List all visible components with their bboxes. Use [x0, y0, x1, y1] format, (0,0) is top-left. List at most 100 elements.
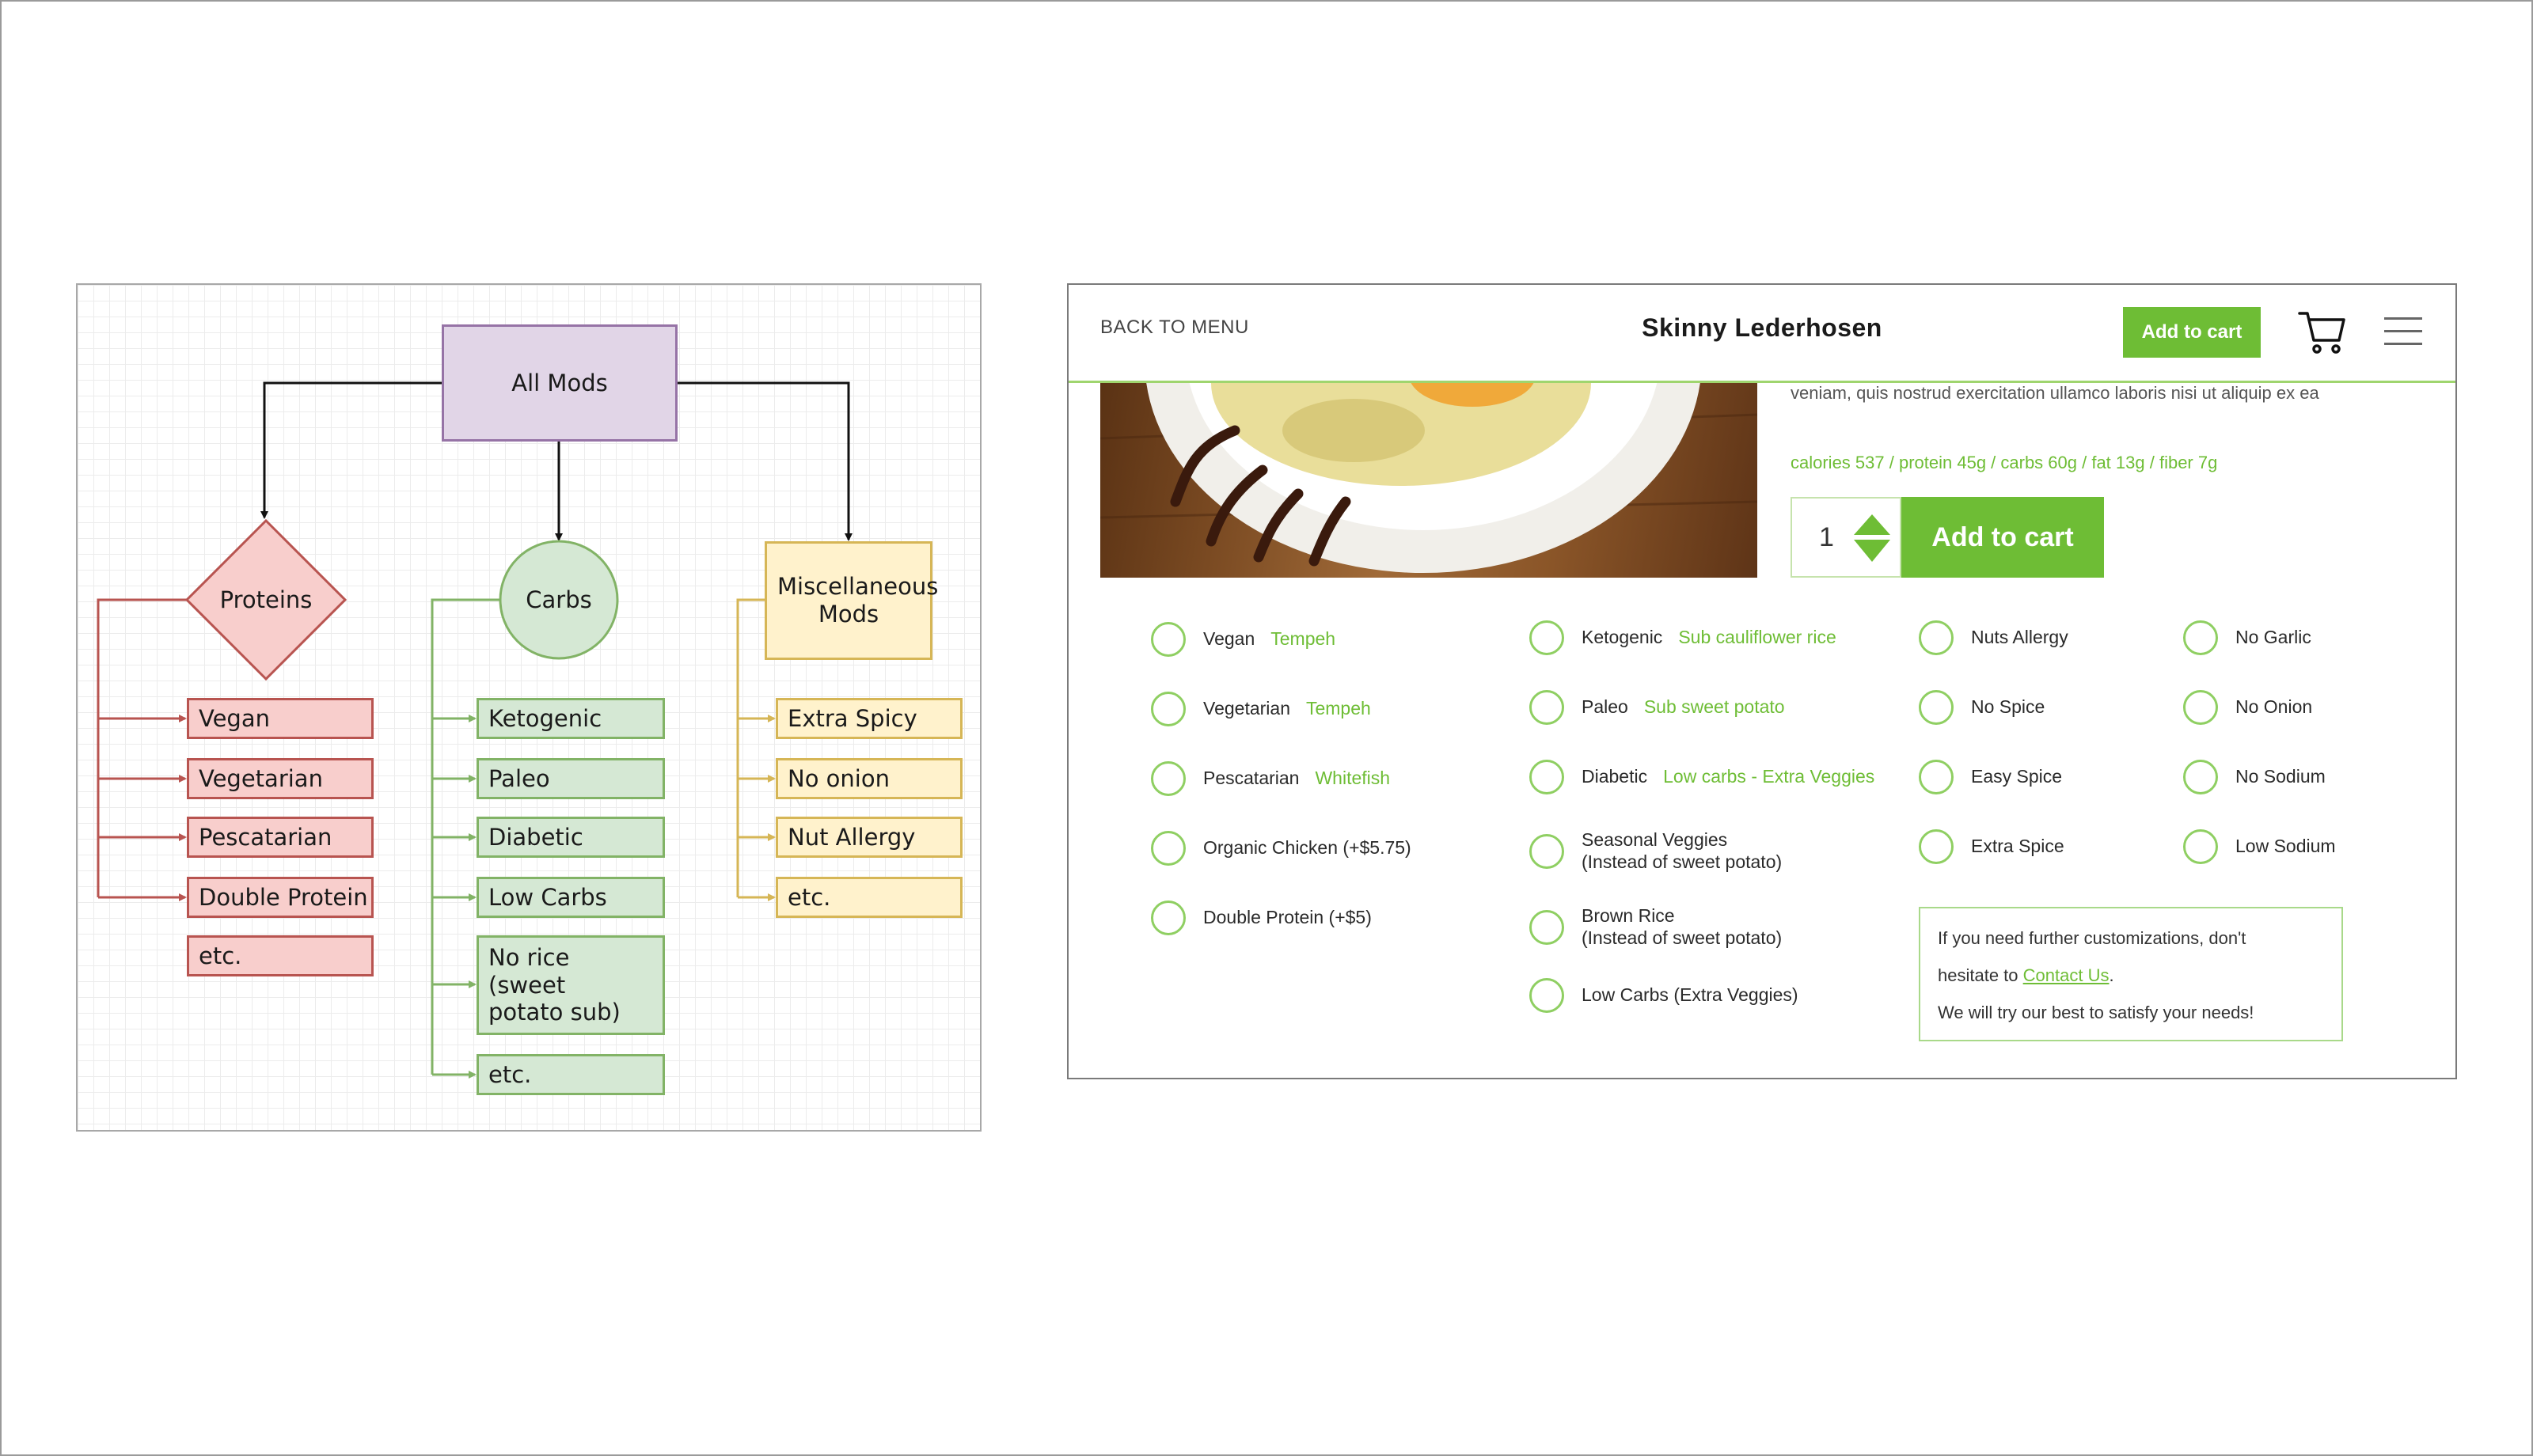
flow-item-label: Double Protein — [199, 883, 368, 911]
option-no-sodium[interactable]: No Sodium — [2183, 760, 2326, 794]
note-line-1: If you need further customizations, don'… — [1938, 928, 2246, 948]
option-easy-spice[interactable]: Easy Spice — [1919, 760, 2062, 794]
option-organic-chicken[interactable]: Organic Chicken (+$5.75) — [1151, 831, 1411, 866]
product-photo — [1100, 383, 1757, 578]
flow-item-no-rice: No rice (sweet potato sub) — [477, 935, 665, 1035]
hamburger-menu-icon[interactable] — [2384, 315, 2422, 348]
option-label: Organic Chicken (+$5.75) — [1203, 837, 1411, 859]
product-description: veniam, quis nostrud exercitation ullamc… — [1791, 383, 2319, 403]
option-extra-spice[interactable]: Extra Spice — [1919, 829, 2064, 864]
option-label: No Sodium — [2235, 766, 2326, 787]
quantity-stepper-icon[interactable] — [1852, 513, 1892, 563]
option-low-carbs[interactable]: Low Carbs (Extra Veggies) — [1529, 978, 1798, 1013]
note-line-2-text: hesitate to — [1938, 965, 2018, 985]
radio-button[interactable] — [2183, 690, 2218, 725]
option-label: Vegan — [1203, 628, 1255, 650]
option-label: No Spice — [1971, 696, 2045, 718]
misc-mods-node: Miscellaneous Mods — [765, 541, 938, 660]
note-line-3: We will try our best to satisfy your nee… — [1938, 1003, 2254, 1022]
flow-item-no-onion: No onion — [776, 758, 963, 799]
add-to-cart-button[interactable]: Add to cart — [1901, 497, 2104, 578]
cart-icon[interactable] — [2297, 307, 2346, 356]
radio-button[interactable] — [1151, 622, 1186, 657]
radio-button[interactable] — [1919, 760, 1954, 794]
radio-button[interactable] — [1919, 620, 1954, 655]
flow-item-diabetic: Diabetic — [477, 817, 665, 858]
option-label: No Garlic — [2235, 627, 2311, 648]
flow-item-label: Low Carbs — [488, 883, 607, 911]
option-no-garlic[interactable]: No Garlic — [2183, 620, 2311, 655]
radio-button[interactable] — [1151, 761, 1186, 796]
radio-button[interactable] — [1529, 909, 1564, 945]
nutrition-facts: calories 537 / protein 45g / carbs 60g /… — [1791, 453, 2218, 472]
flow-item-label: etc. — [488, 1060, 532, 1088]
option-label: Easy Spice — [1971, 766, 2063, 787]
option-brown-rice[interactable]: Brown Rice(Instead of sweet potato) — [1529, 905, 1782, 949]
flow-item-vegan: Vegan — [187, 698, 374, 739]
proteins-node: Proteins — [187, 578, 345, 622]
carbs-circle — [499, 540, 619, 660]
radio-button[interactable] — [1151, 901, 1186, 935]
option-diabetic[interactable]: Diabetic Low carbs - Extra Veggies — [1529, 760, 1874, 794]
proteins-diamond — [184, 518, 347, 681]
contact-us-link[interactable]: Contact Us — [2022, 965, 2110, 985]
flow-item-label: Ketogenic — [488, 704, 602, 732]
flow-item-label: No onion — [788, 764, 890, 792]
option-label: No Onion — [2235, 696, 2313, 718]
all-mods-node: All Mods — [442, 324, 678, 442]
quantity-value[interactable]: 1 — [1819, 522, 1834, 552]
flow-item-label: Pescatarian — [199, 823, 332, 851]
option-sub: Sub sweet potato — [1643, 696, 1785, 718]
radio-button[interactable] — [1151, 692, 1186, 726]
option-sub: Whitefish — [1315, 768, 1391, 789]
flow-item-paleo: Paleo — [477, 758, 665, 799]
radio-button[interactable] — [2183, 829, 2218, 864]
flow-item-protein-etc: etc. — [187, 935, 374, 976]
option-seasonal-veggies[interactable]: Seasonal Veggies(Instead of sweet potato… — [1529, 829, 1782, 873]
flow-item-label: Diabetic — [488, 823, 583, 851]
radio-button[interactable] — [1529, 833, 1564, 869]
radio-button[interactable] — [1151, 831, 1186, 866]
radio-button[interactable] — [1529, 760, 1564, 794]
option-label: Nuts Allergy — [1971, 627, 2068, 648]
note-period: . — [2109, 965, 2114, 985]
radio-button[interactable] — [1529, 978, 1564, 1013]
note-line-2: hesitate to Contact Us. — [1938, 957, 2324, 994]
option-sub: Low carbs - Extra Veggies — [1663, 766, 1875, 787]
flow-item-misc-etc: etc. — [776, 877, 963, 918]
option-ketogenic[interactable]: Ketogenic Sub cauliflower rice — [1529, 620, 1836, 655]
option-sub: Sub cauliflower rice — [1678, 627, 1836, 648]
radio-button[interactable] — [1529, 690, 1564, 725]
option-sub: Tempeh — [1305, 698, 1371, 719]
option-label: Diabetic — [1582, 766, 1648, 787]
back-to-menu-link[interactable]: BACK TO MENU — [1100, 317, 1249, 338]
option-label: Ketogenic — [1582, 627, 1663, 648]
radio-button[interactable] — [2183, 760, 2218, 794]
quantity-selector[interactable]: 1 — [1791, 497, 1901, 578]
option-label-block: Brown Rice(Instead of sweet potato) — [1582, 905, 1782, 949]
option-double-protein[interactable]: Double Protein (+$5) — [1151, 901, 1372, 935]
flow-item-label: Vegan — [199, 704, 270, 732]
option-no-spice[interactable]: No Spice — [1919, 690, 2045, 725]
radio-button[interactable] — [2183, 620, 2218, 655]
option-label-block: Seasonal Veggies(Instead of sweet potato… — [1582, 829, 1782, 873]
mods-flowchart: All Mods Proteins Carbs Miscellaneous Mo… — [76, 283, 982, 1132]
proteins-label: Proteins — [219, 586, 313, 613]
option-no-onion[interactable]: No Onion — [2183, 690, 2312, 725]
option-nuts-allergy[interactable]: Nuts Allergy — [1919, 620, 2068, 655]
radio-button[interactable] — [1919, 829, 1954, 864]
flow-item-label: Vegetarian — [199, 764, 323, 792]
product-page-mockup: BACK TO MENU Skinny Lederhosen Add to ca… — [1067, 283, 2457, 1079]
flowchart-connectors — [97, 381, 853, 1079]
flow-item-low-carbs: Low Carbs — [477, 877, 665, 918]
option-low-sodium[interactable]: Low Sodium — [2183, 829, 2336, 864]
radio-button[interactable] — [1919, 690, 1954, 725]
option-label: Extra Spice — [1971, 836, 2064, 857]
flow-item-nut-allergy: Nut Allergy — [776, 817, 963, 858]
header-add-to-cart-button[interactable]: Add to cart — [2123, 307, 2261, 358]
radio-button[interactable] — [1529, 620, 1564, 655]
